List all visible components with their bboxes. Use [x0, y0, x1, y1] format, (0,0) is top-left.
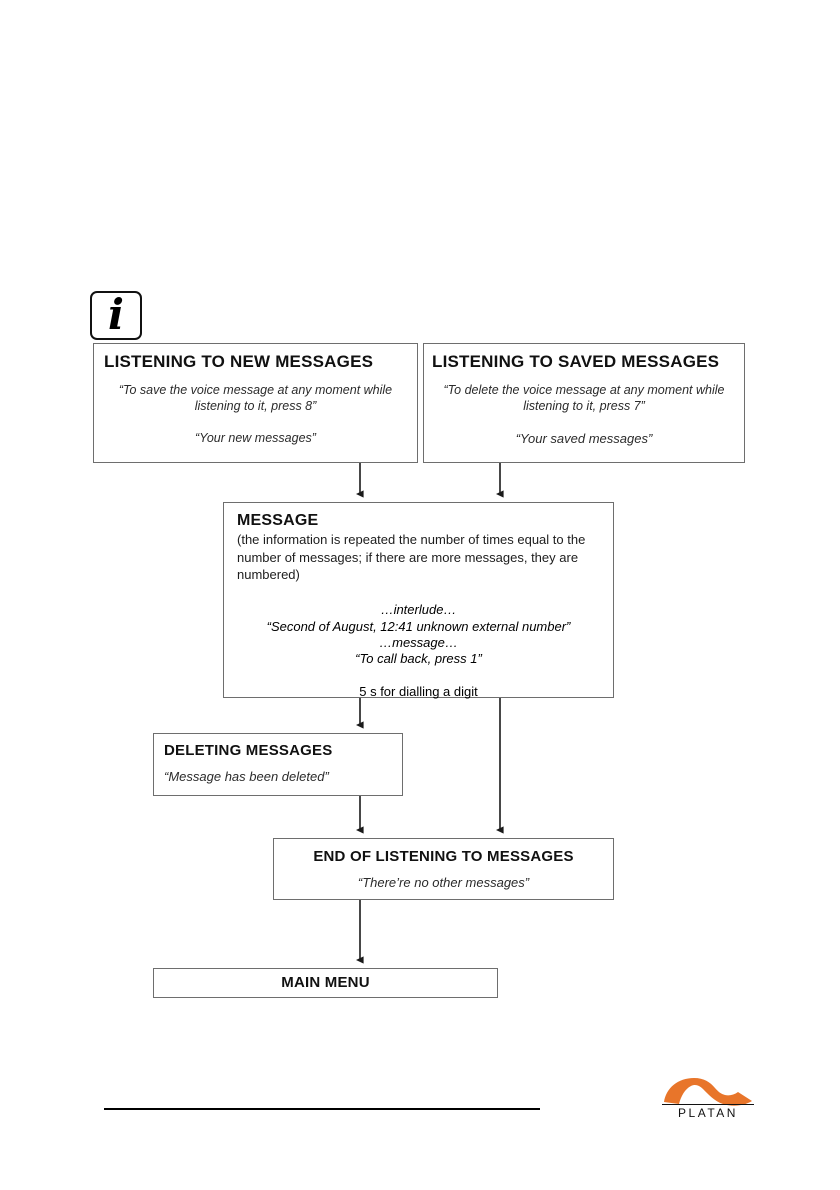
- box-listening-to-saved-messages: LISTENING TO SAVED MESSAGES “To delete t…: [423, 343, 745, 463]
- box-listening-to-new-messages-title: LISTENING TO NEW MESSAGES: [104, 352, 374, 371]
- box-end-of-listening-title: END OF LISTENING TO MESSAGES: [313, 848, 574, 865]
- platan-logo-text: PLATAN: [678, 1106, 738, 1120]
- box-message-note: (the information is repeated the number …: [237, 532, 586, 582]
- box-message-datetime: “Second of August, 12:41 unknown externa…: [266, 618, 571, 634]
- platan-swoosh-icon: [664, 1078, 752, 1106]
- box-listening-to-saved-messages-announcement: “Your saved messages”: [515, 431, 653, 446]
- box-main-menu-title: MAIN MENU: [281, 974, 370, 991]
- box-end-of-listening: END OF LISTENING TO MESSAGES “There’re n…: [273, 838, 614, 900]
- platan-logo: PLATAN: [648, 1068, 768, 1130]
- box-listening-to-saved-messages-prompt: “To delete the voice message at any mome…: [443, 383, 725, 413]
- footer-divider: [104, 1108, 540, 1110]
- box-message: MESSAGE (the information is repeated the…: [223, 502, 614, 699]
- box-end-of-listening-announcement: “There’re no other messages”: [357, 875, 530, 890]
- box-message-callback-prompt: “To call back, press 1”: [355, 650, 482, 666]
- box-listening-to-new-messages-prompt: “To save the voice message at any moment…: [118, 383, 393, 413]
- box-deleting-messages: DELETING MESSAGES “Message has been dele…: [153, 733, 403, 796]
- box-listening-to-new-messages-announcement: “Your new messages”: [195, 431, 316, 445]
- box-message-timer: 5 s for dialling a digit: [359, 683, 478, 699]
- box-listening-to-new-messages: LISTENING TO NEW MESSAGES “To save the v…: [93, 343, 418, 463]
- box-main-menu: MAIN MENU: [153, 968, 498, 998]
- platan-logo-rule: [662, 1104, 754, 1105]
- box-deleting-messages-announcement: “Message has been deleted”: [164, 769, 329, 784]
- information-icon: i: [90, 290, 142, 340]
- box-message-title: MESSAGE: [237, 512, 319, 529]
- box-deleting-messages-title: DELETING MESSAGES: [164, 742, 333, 759]
- box-message-interlude: …interlude…: [380, 601, 457, 617]
- box-listening-to-saved-messages-title: LISTENING TO SAVED MESSAGES: [432, 352, 720, 371]
- box-message-body: …message…: [379, 634, 458, 650]
- information-icon-glyph: i: [108, 290, 124, 339]
